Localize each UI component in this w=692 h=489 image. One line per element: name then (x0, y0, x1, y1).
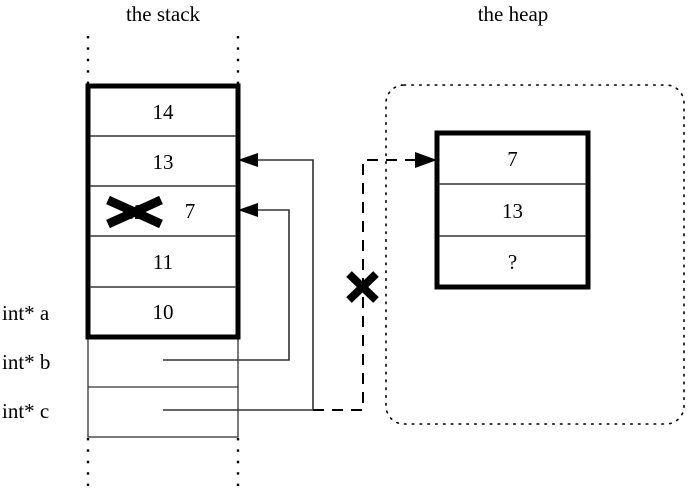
stack-cell-value: 14 (152, 100, 174, 124)
struck-stack-value-x-icon (106, 195, 163, 229)
stack-cell-value-replacement: 7 (184, 199, 196, 223)
pointer-b-arrowhead (238, 203, 258, 217)
variable-label-a: int* a (2, 301, 50, 325)
heap-title: the heap (477, 2, 549, 26)
heap-cell-value: ? (507, 250, 518, 274)
pointer-c-stack-path (163, 159, 314, 411)
invalid-heap-pointer-x-icon (346, 271, 379, 303)
stack-cell-value: 13 (152, 150, 174, 174)
pointer-c-heap-arrowhead (415, 152, 437, 168)
stack-cell-value: 10 (152, 300, 174, 324)
heap-block (434, 130, 591, 290)
heap-cell-value: 7 (507, 147, 518, 171)
stack-frame-block (85, 83, 241, 340)
variable-label-b: int* b (2, 350, 51, 374)
heap-cell-value: 13 (502, 199, 523, 223)
variable-label-c: int* c (2, 399, 50, 423)
pointer-c-stack-arrowhead (238, 153, 258, 167)
stack-cell-value-struck: 12 (123, 200, 145, 224)
heap-region-boundary (385, 84, 685, 425)
stack-cell-value: 11 (152, 250, 174, 274)
stack-title: the stack (125, 2, 201, 26)
pointer-b-path (163, 209, 290, 361)
